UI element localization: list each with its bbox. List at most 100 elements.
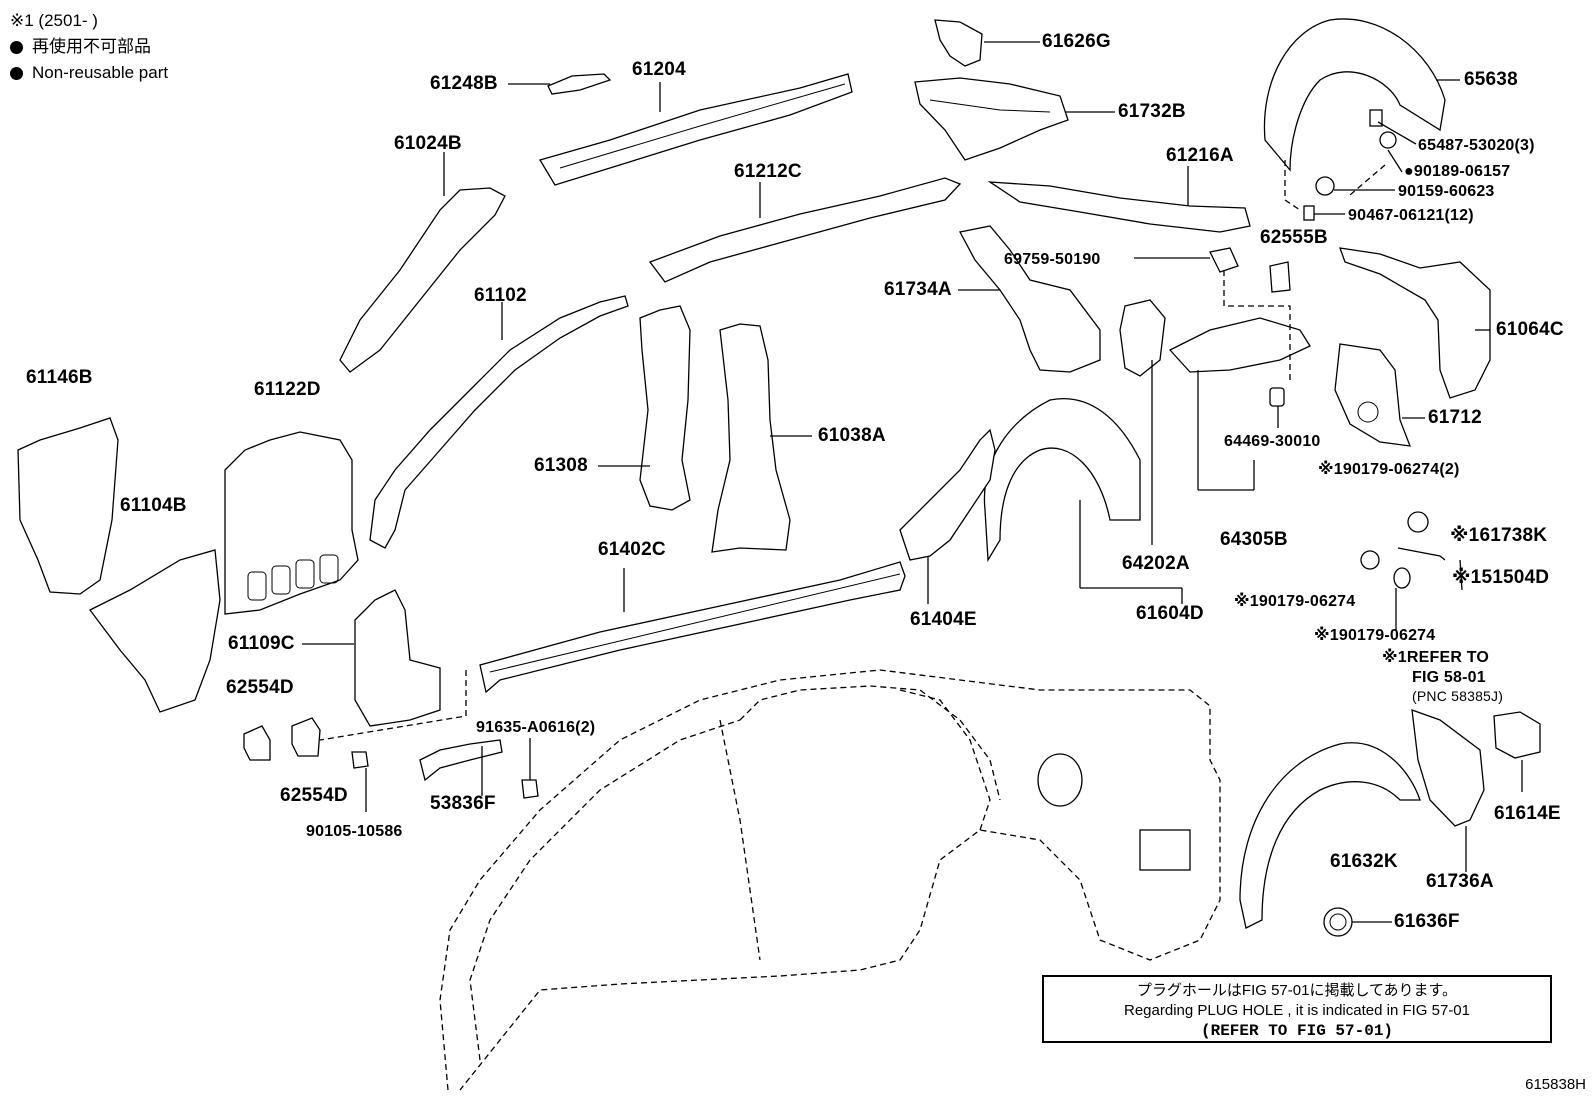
label-61738K[interactable]: ※161738K (1450, 525, 1548, 546)
part-61626G (934, 19, 983, 67)
label-refer-line-1: ※1REFER TO (1382, 649, 1490, 666)
label-refer-line-3: (PNC 58385J) (1412, 688, 1504, 704)
label-61404E[interactable]: 61404E (910, 609, 977, 630)
label-64469-30010[interactable]: 64469-30010 (1224, 433, 1321, 450)
part-61636F (1323, 907, 1353, 937)
label-61636F[interactable]: 61636F (1394, 911, 1460, 932)
part-190179-06274-a (1407, 511, 1429, 533)
label-151504D[interactable]: ※151504D (1452, 567, 1550, 588)
label-61102[interactable]: 61102 (474, 285, 527, 306)
label-61736A[interactable]: 61736A (1426, 871, 1494, 892)
label-61024B[interactable]: 61024B (394, 133, 462, 154)
part-61216A (987, 181, 1251, 233)
label-61216A[interactable]: 61216A (1166, 145, 1234, 166)
part-61712 (1334, 343, 1411, 447)
body-rear-panel-detail (1139, 829, 1191, 871)
label-90159-60623[interactable]: 90159-60623 (1398, 183, 1495, 200)
label-61204[interactable]: 61204 (632, 59, 686, 80)
note-line-ja: プラグホールはFIG 57-01に掲載してあります。 (1136, 982, 1458, 999)
label-61146B[interactable]: 61146B (26, 367, 93, 388)
61122D-holes (247, 554, 339, 601)
part-190179-06274-b (1360, 550, 1380, 570)
label-61212C[interactable]: 61212C (734, 161, 802, 182)
part-61402C (479, 561, 906, 694)
part-64469-30010 (1269, 387, 1285, 407)
legend-nonreusable-ja: 再使用不可部品 (10, 34, 168, 60)
label-61402C[interactable]: 61402C (598, 539, 666, 560)
label-61734A[interactable]: 61734A (884, 279, 952, 300)
legend-note-1: ※1 (2501- ) (10, 11, 98, 30)
part-61146B (17, 417, 119, 595)
label-61122D[interactable]: 61122D (254, 379, 321, 400)
part-62554D-b (291, 717, 321, 757)
figure-code: 615838H (1525, 1076, 1586, 1093)
part-61204 (539, 73, 853, 186)
label-61732B[interactable]: 61732B (1118, 101, 1186, 122)
part-61604D (983, 398, 1141, 563)
plug-hole-note: プラグホールはFIG 57-01に掲載してあります。 Regarding PLU… (1042, 975, 1552, 1043)
part-61248B (547, 73, 612, 95)
part-65638 (1263, 18, 1446, 172)
label-61109C[interactable]: 61109C (228, 633, 295, 654)
legend: ※1 (2501- ) 再使用不可部品 Non-reusable part (10, 8, 168, 86)
part-61734A (959, 225, 1101, 373)
label-90105-10586[interactable]: 90105-10586 (306, 823, 403, 840)
note-refer-link[interactable]: (REFER TO FIG 57-01) (1200, 1022, 1394, 1040)
part-90159-60623 (1315, 176, 1335, 196)
label-61308[interactable]: 61308 (534, 455, 588, 476)
body-side-outer (439, 669, 1221, 1091)
label-69759-50190[interactable]: 69759-50190 (1004, 251, 1101, 268)
label-62554D-a[interactable]: 62554D (226, 677, 294, 698)
label-61064C[interactable]: 61064C (1496, 319, 1564, 340)
fuel-filler-opening (1037, 753, 1083, 807)
label-190179-06274-a[interactable]: ※190179-06274(2) (1318, 461, 1460, 478)
part-61064C (1339, 247, 1491, 399)
label-62555B[interactable]: 62555B (1260, 227, 1328, 248)
label-61632K[interactable]: 61632K (1330, 851, 1398, 872)
label-190179-06274-b[interactable]: ※190179-06274 (1234, 593, 1356, 610)
part-61404E (899, 428, 996, 561)
part-64305B (1168, 317, 1311, 373)
part-69759-50190 (1209, 247, 1239, 273)
label-62554D-b[interactable]: 62554D (280, 785, 348, 806)
part-61614E (1493, 711, 1541, 759)
part-61122D (224, 431, 359, 615)
label-61614E[interactable]: 61614E (1494, 803, 1561, 824)
note-line-en: Regarding PLUG HOLE , it is indicated in… (1124, 1002, 1470, 1019)
label-61104B[interactable]: 61104B (120, 495, 187, 516)
part-61632K (1239, 742, 1421, 929)
part-64202A (1119, 299, 1166, 377)
part-61738K (1397, 547, 1446, 561)
label-90467-06121[interactable]: 90467-06121(12) (1348, 207, 1474, 224)
leader-lines (302, 41, 1523, 923)
label-90189-06157[interactable]: ●90189-06157 (1404, 163, 1511, 180)
label-61712[interactable]: 61712 (1428, 407, 1482, 428)
part-190179-06274-c (1393, 567, 1411, 589)
label-refer-line-2: FIG 58-01 (1412, 669, 1486, 686)
part-61736A (1411, 709, 1485, 827)
label-190179-06274-c[interactable]: ※190179-06274 (1314, 627, 1436, 644)
bullet-icon (10, 40, 23, 54)
label-53836F[interactable]: 53836F (430, 793, 496, 814)
part-61308 (639, 305, 691, 511)
part-90189-06157 (1379, 131, 1397, 149)
label-61604D[interactable]: 61604D (1136, 603, 1204, 624)
dashed-connectors (319, 160, 1386, 741)
label-64202A[interactable]: 64202A (1122, 553, 1190, 574)
label-64305B[interactable]: 64305B (1220, 529, 1288, 550)
part-90467-06121 (1303, 205, 1315, 221)
part-61104B (89, 549, 221, 713)
label-61038A[interactable]: 61038A (818, 425, 886, 446)
part-61102 (369, 295, 629, 549)
label-61626G[interactable]: 61626G (1042, 31, 1111, 52)
part-61024B (339, 187, 506, 373)
label-91635-A0616[interactable]: 91635-A0616(2) (476, 719, 596, 736)
label-65638[interactable]: 65638 (1464, 69, 1518, 90)
part-91635-A0616 (521, 779, 539, 799)
part-53836F (419, 739, 503, 782)
label-61248B[interactable]: 61248B (430, 73, 498, 94)
bullet-icon (10, 66, 23, 80)
label-65487-53020[interactable]: 65487-53020(3) (1418, 137, 1535, 154)
part-61038A (711, 323, 791, 553)
